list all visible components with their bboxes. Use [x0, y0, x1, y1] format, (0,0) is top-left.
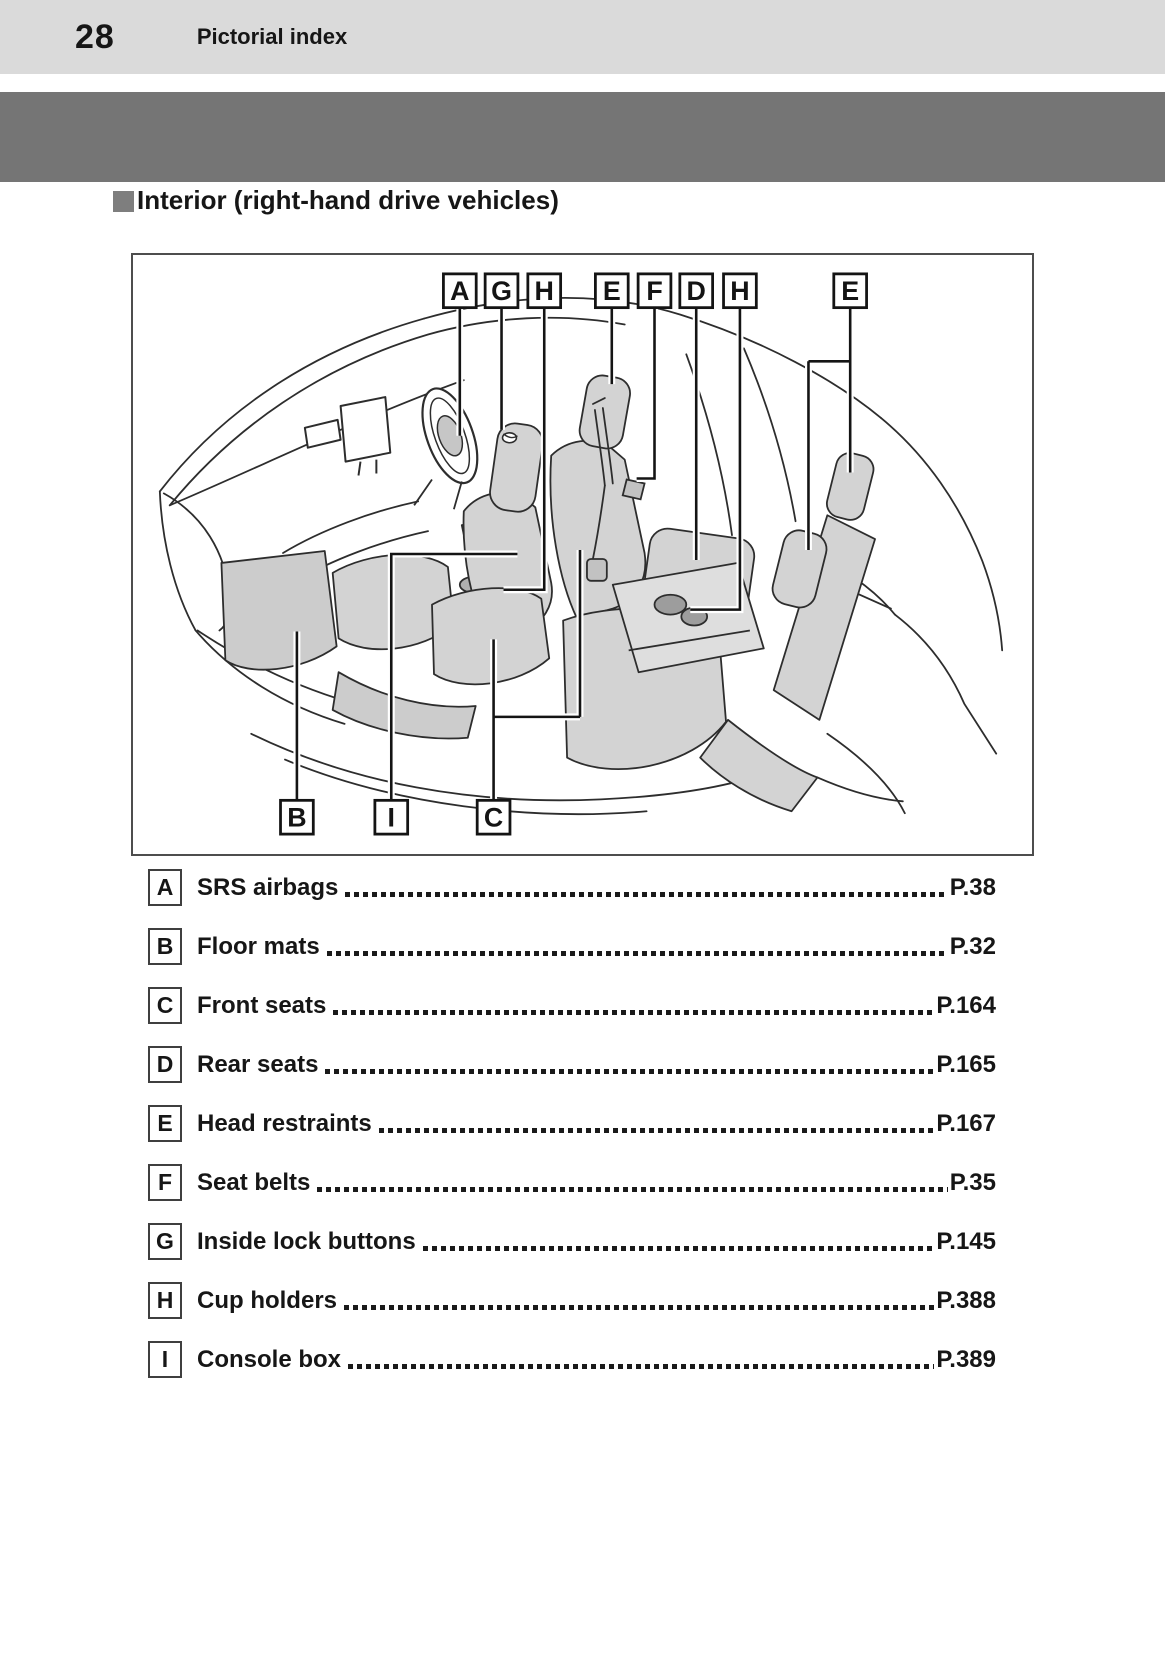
- svg-text:H: H: [535, 276, 554, 306]
- item-label: Front seats: [197, 991, 327, 1019]
- page-ref: P.388: [936, 1286, 996, 1314]
- page-number: 28: [75, 17, 115, 56]
- item-label: Seat belts: [197, 1168, 311, 1196]
- page-ref: P.165: [936, 1050, 996, 1078]
- bullet-square-icon: [113, 190, 134, 212]
- index-row-seat-belts: F Seat belts P.35: [148, 1153, 996, 1212]
- svg-text:E: E: [841, 276, 859, 306]
- callout-label-E-rear: E: [832, 272, 868, 310]
- item-label: Cup holders: [197, 1286, 338, 1314]
- dotted-leader: [344, 1304, 935, 1310]
- svg-text:C: C: [484, 803, 503, 833]
- item-label: SRS airbags: [197, 873, 339, 901]
- svg-text:E: E: [603, 276, 621, 306]
- svg-text:D: D: [687, 276, 706, 306]
- callout-label-H-rear: H: [722, 272, 758, 310]
- index-row-srs-airbags: A SRS airbags P.38: [148, 858, 996, 917]
- svg-text:A: A: [450, 276, 469, 306]
- header-section-title: Pictorial index: [196, 24, 348, 49]
- callout-lines: [295, 307, 852, 801]
- item-label: Console box: [197, 1345, 342, 1373]
- callout-label-C: C: [475, 798, 512, 836]
- callout-label-B: B: [279, 798, 315, 836]
- item-label: Inside lock buttons: [197, 1227, 416, 1255]
- index-row-console-box: I Console box P.389: [148, 1330, 996, 1389]
- callout-label-F: F: [636, 272, 673, 310]
- dotted-leader: [422, 1245, 935, 1251]
- page-ref: P.164: [936, 991, 996, 1019]
- dotted-leader: [333, 1009, 935, 1015]
- callout-label-D: D: [678, 272, 715, 310]
- callout-label-I: I: [373, 798, 410, 836]
- svg-text:I: I: [388, 803, 395, 833]
- index-row-cup-holders: H Cup holders P.388: [148, 1271, 996, 1330]
- index-row-rear-seats: D Rear seats P.165: [148, 1035, 996, 1094]
- dotted-leader: [378, 1127, 935, 1133]
- dotted-leader: [325, 1068, 935, 1074]
- dotted-leader: [317, 1186, 948, 1192]
- letter-box: C: [148, 987, 182, 1024]
- svg-text:H: H: [730, 276, 749, 306]
- letter-box: I: [148, 1341, 182, 1378]
- index-row-front-seats: C Front seats P.164: [148, 976, 996, 1035]
- callout-label-H-front: H: [526, 272, 563, 310]
- letter-box: G: [148, 1223, 182, 1260]
- index-row-head-restraints: E Head restraints P.167: [148, 1094, 996, 1153]
- page-header: 28 Pictorial index: [0, 0, 1165, 74]
- letter-box: B: [148, 928, 182, 965]
- dotted-leader: [348, 1363, 935, 1369]
- item-label: Floor mats: [197, 932, 320, 960]
- index-list: A SRS airbags P.38 B Floor mats P.32 C F…: [148, 858, 996, 1389]
- page-ref: P.145: [936, 1227, 996, 1255]
- item-label: Head restraints: [197, 1109, 372, 1137]
- page-ref: P.38: [949, 873, 996, 901]
- svg-text:G: G: [491, 276, 512, 306]
- page-ref: P.167: [936, 1109, 996, 1137]
- callout-label-G: G: [483, 272, 520, 310]
- item-label: Rear seats: [197, 1050, 319, 1078]
- letter-box: A: [148, 869, 182, 906]
- letter-box: F: [148, 1164, 182, 1201]
- gray-band: [0, 92, 1165, 182]
- letter-box: E: [148, 1105, 182, 1142]
- section-heading: Interior (right-hand drive vehicles): [113, 181, 559, 219]
- index-row-inside-lock-buttons: G Inside lock buttons P.145: [148, 1212, 996, 1271]
- page-ref: P.32: [949, 932, 996, 960]
- interior-line-art: A G H E F D H: [158, 272, 1004, 836]
- interior-diagram: A G H E F D H: [131, 253, 1034, 856]
- letter-box: H: [148, 1282, 182, 1319]
- callout-label-E-front: E: [594, 272, 630, 310]
- dotted-leader: [326, 950, 948, 956]
- dotted-leader: [345, 891, 948, 897]
- callout-label-A: A: [442, 272, 478, 310]
- page-ref: P.389: [936, 1345, 996, 1373]
- index-row-floor-mats: B Floor mats P.32: [148, 917, 996, 976]
- page-ref: P.35: [949, 1168, 996, 1196]
- svg-text:B: B: [287, 803, 306, 833]
- svg-text:F: F: [646, 276, 662, 306]
- letter-box: D: [148, 1046, 182, 1083]
- section-title: Interior (right-hand drive vehicles): [137, 184, 559, 215]
